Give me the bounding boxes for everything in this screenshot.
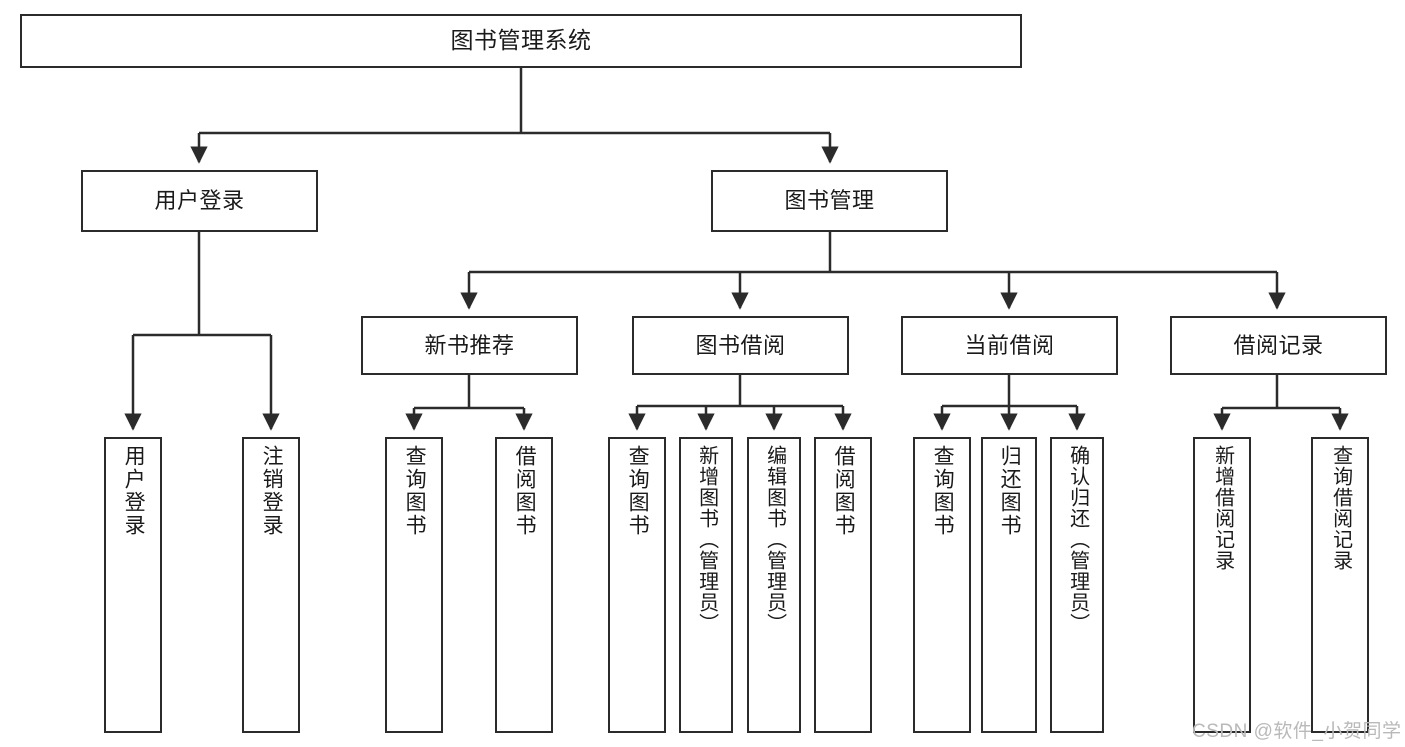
- leaf-borrow-book-1-label: 借阅图书: [513, 445, 537, 537]
- leaf-user-login[interactable]: 用户登录: [104, 437, 162, 733]
- csdn-watermark: CSDN @软件_小贺同学: [1192, 721, 1402, 742]
- leaf-confirm-return[interactable]: 确认归还（管理员）: [1050, 437, 1104, 733]
- node-borrow-record[interactable]: 借阅记录: [1170, 316, 1387, 375]
- node-book-mgmt[interactable]: 图书管理: [711, 170, 948, 232]
- leaf-query-book-2-label: 查询图书: [626, 445, 650, 537]
- node-book-mgmt-label: 图书管理: [784, 188, 875, 214]
- leaf-query-book-3-label: 查询图书: [931, 445, 955, 537]
- node-root-label: 图书管理系统: [450, 27, 592, 54]
- leaf-user-login-label: 用户登录: [122, 445, 146, 537]
- leaf-query-book-1[interactable]: 查询图书: [385, 437, 443, 733]
- leaf-query-record[interactable]: 查询借阅记录: [1311, 437, 1369, 733]
- node-user-login[interactable]: 用户登录: [81, 170, 318, 232]
- leaf-add-record-label: 新增借阅记录: [1211, 445, 1234, 571]
- leaf-edit-book-label: 编辑图书（管理员）: [763, 445, 786, 634]
- node-new-book-recommend-label: 新书推荐: [424, 332, 515, 358]
- leaf-return-book-label: 归还图书: [998, 445, 1022, 537]
- node-borrow-record-label: 借阅记录: [1233, 332, 1324, 358]
- leaf-logout[interactable]: 注销登录: [242, 437, 300, 733]
- leaf-query-book-1-label: 查询图书: [403, 445, 427, 537]
- leaf-return-book[interactable]: 归还图书: [981, 437, 1037, 733]
- node-book-borrow-label: 图书借阅: [695, 332, 786, 358]
- leaf-add-record[interactable]: 新增借阅记录: [1193, 437, 1251, 733]
- node-new-book-recommend[interactable]: 新书推荐: [361, 316, 578, 375]
- leaf-borrow-book-2[interactable]: 借阅图书: [814, 437, 872, 733]
- leaf-borrow-book-2-label: 借阅图书: [832, 445, 856, 537]
- node-current-borrow[interactable]: 当前借阅: [901, 316, 1118, 375]
- leaf-query-book-3[interactable]: 查询图书: [913, 437, 971, 733]
- node-root[interactable]: 图书管理系统: [20, 14, 1022, 68]
- leaf-query-record-label: 查询借阅记录: [1329, 445, 1352, 571]
- leaf-logout-label: 注销登录: [260, 445, 284, 537]
- leaf-borrow-book-1[interactable]: 借阅图书: [495, 437, 553, 733]
- node-book-borrow[interactable]: 图书借阅: [632, 316, 849, 375]
- leaf-query-book-2[interactable]: 查询图书: [608, 437, 666, 733]
- node-current-borrow-label: 当前借阅: [964, 332, 1055, 358]
- leaf-confirm-return-label: 确认归还（管理员）: [1066, 445, 1089, 634]
- leaf-edit-book[interactable]: 编辑图书（管理员）: [747, 437, 801, 733]
- leaf-add-book-label: 新增图书（管理员）: [695, 445, 718, 634]
- leaf-add-book[interactable]: 新增图书（管理员）: [679, 437, 733, 733]
- node-user-login-label: 用户登录: [154, 188, 245, 214]
